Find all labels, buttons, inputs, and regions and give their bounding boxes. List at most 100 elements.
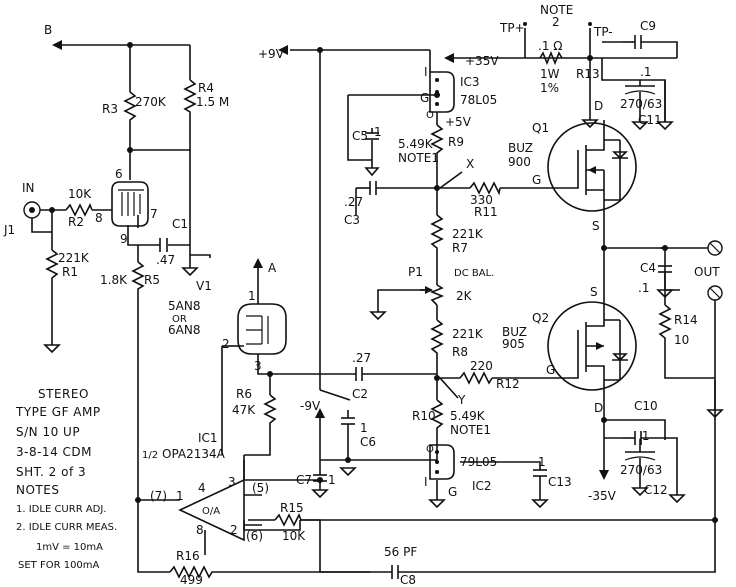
r13-watt: 1W	[540, 67, 560, 81]
notes-line-2: TYPE GF AMP	[15, 405, 101, 419]
tube-type-b-label: 6AN8	[168, 323, 200, 337]
resistor-r8	[430, 319, 444, 360]
r8-ref: R8	[452, 345, 468, 359]
c11-value: 270/63	[620, 97, 662, 111]
resistor-r10	[430, 399, 444, 445]
rail-plus9v-label: +9V	[258, 47, 285, 61]
tp-note-number: 2	[552, 15, 560, 29]
capacitor-c11	[624, 80, 656, 122]
mosfet-q2	[547, 286, 637, 392]
tube-or-label: OR	[172, 314, 187, 325]
r5-ref: R5	[144, 273, 160, 287]
ground-icon	[706, 380, 724, 419]
ic3-ref: IC3	[460, 75, 480, 89]
tube-pin-6: 6	[115, 167, 123, 181]
c2-value: .27	[352, 351, 371, 365]
ground-icon	[656, 121, 674, 131]
c2-ref: C2	[352, 387, 368, 401]
resistor-r12	[459, 371, 493, 385]
r16-ref: R16	[176, 549, 200, 563]
capacitor-c7	[313, 474, 327, 490]
resistor-r16	[169, 565, 230, 579]
resistor-r2	[65, 203, 93, 217]
rail-plus35v-label: +35V	[465, 54, 499, 68]
r10-ref: R10	[412, 409, 436, 423]
r15-ref: R15	[280, 501, 304, 515]
ground-icon	[369, 311, 387, 321]
r9-note: NOTE1	[398, 151, 439, 165]
c10-ref: C10	[634, 399, 658, 413]
capacitor-c6	[341, 417, 355, 452]
r9-ref: R9	[448, 135, 464, 149]
junction-dot	[267, 371, 273, 377]
ic1-pin-4: 4	[198, 481, 206, 495]
resistor-r5	[131, 261, 145, 292]
resistor-r14	[658, 304, 672, 348]
junction-dot	[434, 375, 440, 381]
r11-value: 330	[470, 193, 493, 207]
resistor-r3	[123, 91, 137, 125]
input-jack-j1	[23, 201, 52, 233]
node-x-label: X	[466, 157, 474, 171]
rail-minus35v-label: -35V	[588, 489, 617, 503]
c9-value: .1	[640, 65, 651, 79]
r1-ref: R1	[62, 265, 78, 279]
c1-ref: C1	[172, 217, 188, 231]
junction-dot	[317, 47, 323, 53]
tube-pin-7: 7	[150, 207, 158, 221]
r4-ref: R4	[198, 81, 214, 95]
r14-ref: R14	[674, 313, 698, 327]
rail-a-label: A	[268, 261, 277, 275]
r13-ref: R13	[576, 67, 600, 81]
input-label: IN	[22, 181, 35, 195]
q1-gate: G	[532, 173, 541, 187]
r16-value: 499	[180, 573, 203, 587]
r2-ref: R2	[68, 215, 84, 229]
grounds	[43, 119, 724, 509]
tp-plus-label: TP+	[499, 21, 525, 35]
c11-ref: C11	[638, 113, 662, 127]
ground-icon	[631, 487, 649, 497]
r4-value: 1.5 M	[196, 95, 229, 109]
capacitor-c12	[624, 440, 656, 488]
plus35v-arrow-icon	[444, 53, 454, 63]
ic3-g-pin: G	[420, 91, 429, 105]
junction-dot	[712, 517, 718, 523]
r12-value: 220	[470, 359, 493, 373]
q2-part-a: BUZ	[502, 325, 527, 339]
c12-ref: C12	[644, 483, 668, 497]
r14-value: 10	[674, 333, 689, 347]
resistor-r6	[263, 394, 277, 430]
c7-ref: C7	[296, 473, 312, 487]
tp-minus-label: TP-	[593, 25, 613, 39]
q2-drain: D	[594, 401, 603, 415]
r7-ref: R7	[452, 241, 468, 255]
r15-value: 10K	[282, 529, 306, 543]
resistor-r15	[274, 513, 305, 527]
q2-gate: G	[546, 363, 555, 377]
notes-line-3: S/N 10 UP	[16, 425, 80, 439]
ic1-pin-8: 8	[196, 523, 204, 537]
junction-dot	[135, 497, 141, 503]
labels: B +9V -9V +35V -35V +5V A TP+ TP- NOTE 2…	[3, 3, 720, 587]
resistor-r9	[430, 124, 444, 160]
p1-label: DC BAL.	[454, 268, 494, 279]
notes-line-9: 1mV = 10mA	[36, 542, 103, 553]
tube-v1-envelope-lower	[237, 303, 287, 355]
resistors	[45, 50, 672, 579]
tube-type-a-label: 5AN8	[168, 299, 200, 313]
junction-dot	[345, 457, 351, 463]
output-terminals	[707, 240, 723, 301]
ground-icon	[339, 467, 357, 477]
c6-ref: C6	[360, 435, 376, 449]
r12-ref: R12	[496, 377, 520, 391]
resistor-r11	[469, 181, 501, 196]
q2-ref: Q2	[532, 311, 549, 325]
capacitor-c9	[634, 35, 660, 49]
capacitors	[159, 35, 672, 579]
ic1-body: O/A	[202, 506, 220, 517]
notes-line-1: STEREO	[38, 387, 89, 401]
r1-value: 221K	[58, 251, 90, 265]
ic1-ref: IC1	[198, 431, 218, 445]
junction-dot	[127, 147, 133, 153]
